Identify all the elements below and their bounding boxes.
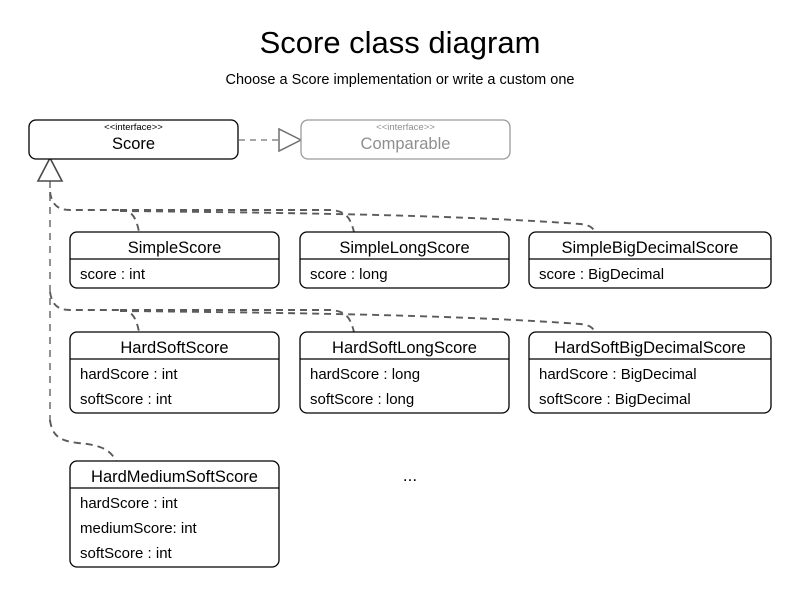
class-box-comparable[interactable]: <<interface>> Comparable: [300, 119, 511, 160]
connector-to-hardsoft-long-score: [120, 309, 355, 333]
class-box-score-stereotype: <<interface>>: [104, 122, 163, 133]
class-box-hardsoft-score-attr-0: hardScore : int: [80, 366, 178, 383]
class-box-hardsoft-long-score[interactable]: HardSoftLongScore hardScore : long softS…: [299, 331, 510, 414]
connector-row1-stem: [49, 191, 120, 211]
page-title: Score class diagram: [260, 25, 541, 60]
class-box-simple-score-frame: [69, 231, 280, 289]
connector-to-hardmediumsoft-score: [49, 419, 117, 462]
class-box-score-name: Score: [112, 135, 155, 153]
class-box-comparable-frame: [300, 119, 511, 160]
class-box-hardmediumsoft-score-name: HardMediumSoftScore: [91, 468, 258, 486]
class-box-hardsoft-bigdecimal-score[interactable]: HardSoftBigDecimalScore hardScore : BigD…: [528, 331, 772, 414]
class-box-hardmediumsoft-score[interactable]: HardMediumSoftScore hardScore : int medi…: [69, 460, 280, 568]
class-box-simple-score-name: SimpleScore: [128, 239, 222, 257]
connector-to-simple-score: [119, 209, 140, 233]
connector-to-hardsoft-score: [119, 309, 140, 333]
class-box-hardsoft-long-score-attr-1: softScore : long: [310, 391, 414, 408]
connector-row2-stem: [49, 291, 120, 311]
class-box-score-frame: [28, 119, 239, 160]
class-box-hardsoft-score-attr-1: softScore : int: [80, 391, 173, 408]
class-box-simple-bigdecimal-score-frame: [528, 231, 772, 289]
class-box-hardsoft-long-score-attr-0: hardScore : long: [310, 366, 420, 383]
class-box-simple-bigdecimal-score-attr-0: score : BigDecimal: [539, 266, 664, 283]
class-box-hardsoft-long-score-frame: [299, 331, 510, 414]
connector-to-hardsoft-bigdecimal-score: [119, 310, 596, 333]
class-box-hardsoft-score-frame: [69, 331, 280, 414]
class-box-simple-long-score-frame: [299, 231, 510, 289]
class-box-hardmediumsoft-score-attr-2: softScore : int: [80, 545, 173, 562]
more-implementations-ellipsis: ...: [403, 466, 417, 485]
class-box-hardsoft-long-score-name: HardSoftLongScore: [332, 339, 477, 357]
class-box-simple-bigdecimal-score-name: SimpleBigDecimalScore: [562, 239, 739, 257]
class-box-comparable-name: Comparable: [361, 135, 451, 153]
class-box-comparable-stereotype: <<interface>>: [376, 122, 435, 133]
class-box-hardmediumsoft-score-attr-0: hardScore : int: [80, 495, 178, 512]
class-box-hardsoft-bigdecimal-score-name: HardSoftBigDecimalScore: [554, 339, 746, 357]
class-box-hardsoft-bigdecimal-score-frame: [528, 331, 772, 414]
class-box-simple-long-score[interactable]: SimpleLongScore score : long: [299, 231, 510, 289]
class-box-simple-bigdecimal-score[interactable]: SimpleBigDecimalScore score : BigDecimal: [528, 231, 772, 289]
connector-to-simple-long-score: [120, 209, 355, 233]
inheritance-connectors: [49, 181, 596, 462]
class-box-simple-score-attr-0: score : int: [80, 266, 146, 283]
class-box-hardsoft-score[interactable]: HardSoftScore hardScore : int softScore …: [69, 331, 280, 414]
realization-triangle-icon: [278, 127, 303, 153]
class-box-hardmediumsoft-score-attr-1: mediumScore: int: [80, 520, 198, 537]
page-subtitle: Choose a Score implementation or write a…: [226, 72, 575, 88]
class-box-simple-long-score-name: SimpleLongScore: [339, 239, 469, 257]
class-box-simple-score[interactable]: SimpleScore score : int: [69, 231, 280, 289]
class-box-hardsoft-bigdecimal-score-attr-0: hardScore : BigDecimal: [539, 366, 697, 383]
connector-to-simple-bigdecimal-score: [119, 210, 596, 233]
generalization-triangle-icon: [36, 156, 64, 182]
class-box-simple-long-score-attr-0: score : long: [310, 266, 388, 283]
class-box-hardsoft-bigdecimal-score-attr-1: softScore : BigDecimal: [539, 391, 691, 408]
class-box-hardsoft-score-name: HardSoftScore: [120, 339, 228, 357]
class-box-score[interactable]: <<interface>> Score: [28, 119, 239, 160]
